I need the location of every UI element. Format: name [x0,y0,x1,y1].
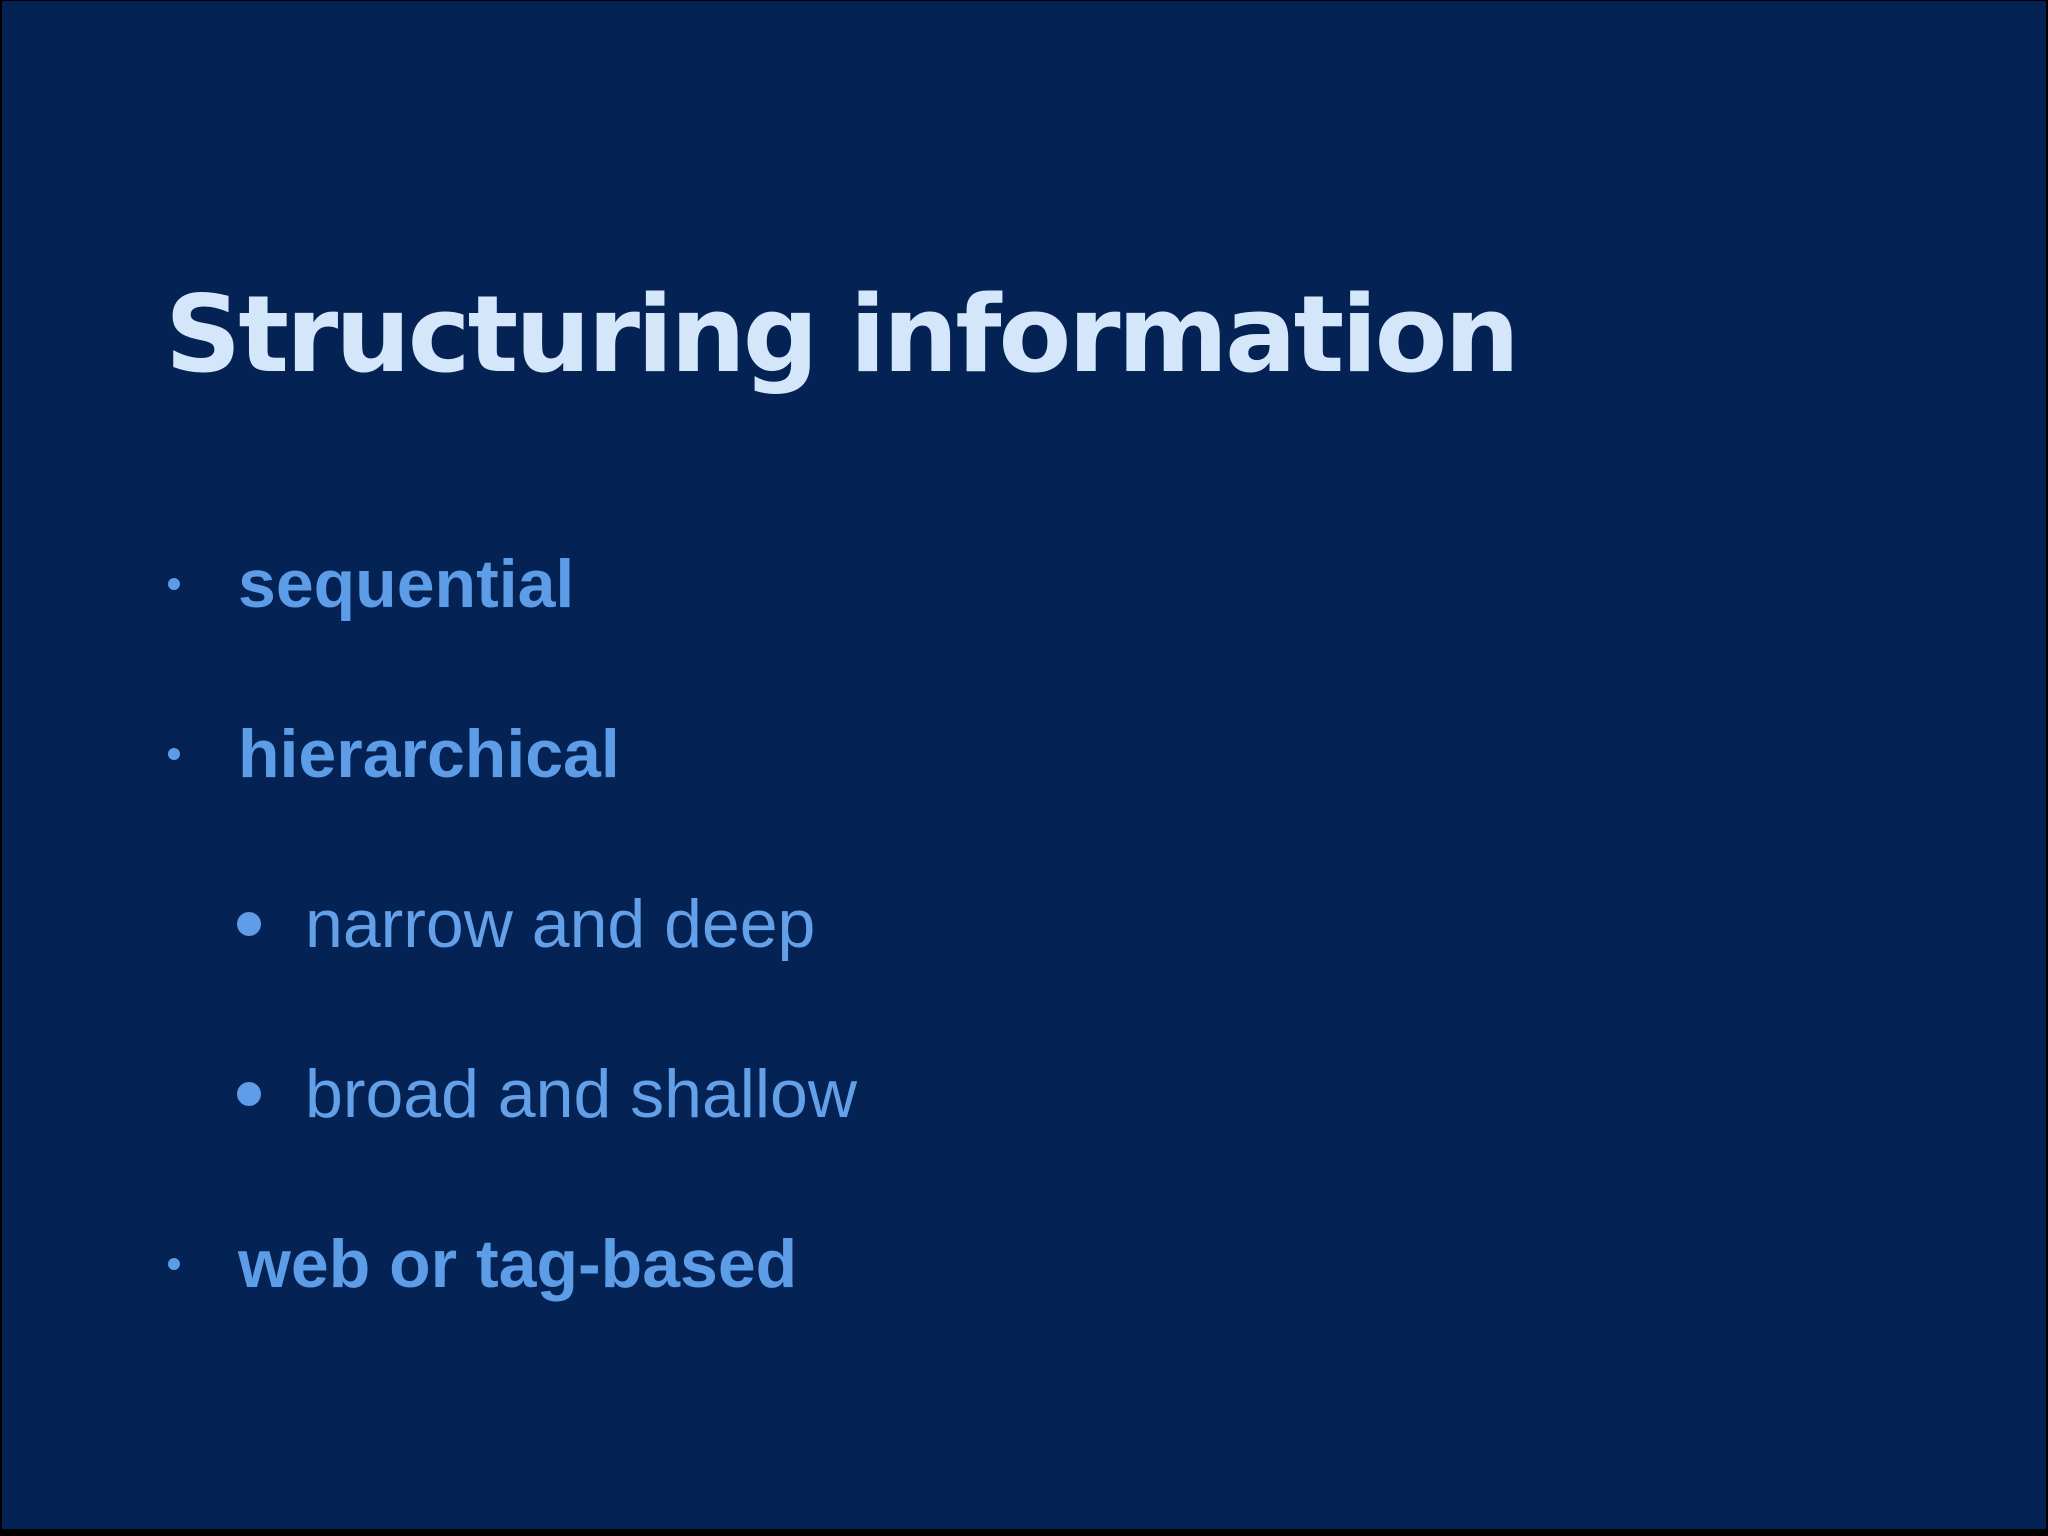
bullet-dot-icon [237,912,261,936]
list-item-web-or-tag-based: web or tag-based [168,1219,797,1309]
small-bullet-dot-icon [168,578,180,590]
small-bullet-dot-icon [168,748,180,760]
sub-bullet-label: broad and shallow [305,1056,857,1132]
list-item-narrow-and-deep: narrow and deep [237,879,815,969]
small-bullet-dot-icon [168,1258,180,1270]
list-item-broad-and-shallow: broad and shallow [237,1049,857,1139]
sub-bullet-label: narrow and deep [305,886,816,962]
bullet-dot-icon [237,1082,261,1106]
list-item-hierarchical: hierarchical [168,709,620,799]
slide-title: Structuring information [165,273,1520,396]
list-item-sequential: sequential [168,539,574,629]
bullet-label: hierarchical [238,716,620,792]
bullet-label: web or tag-based [238,1226,798,1302]
bullet-label: sequential [238,546,575,622]
